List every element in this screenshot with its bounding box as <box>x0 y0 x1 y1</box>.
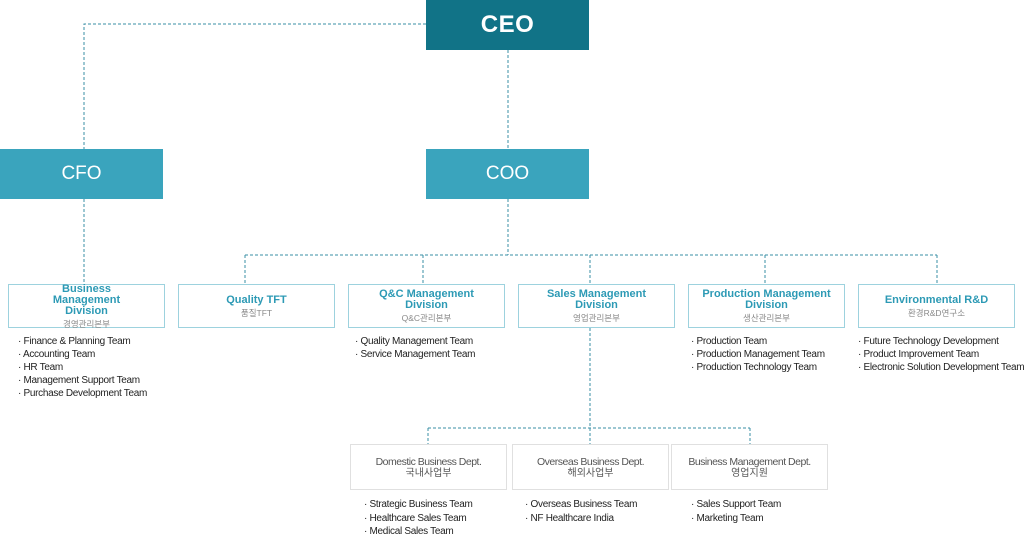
team-item: Service Management Team <box>355 348 476 361</box>
division-qc-management: Q&C Management Division Q&C관리본부 <box>348 284 505 328</box>
team-item: Quality Management Team <box>355 335 475 348</box>
team-item: Sales Support Team <box>691 498 782 512</box>
team-item: Purchase Development Team <box>18 387 148 400</box>
division-name-ko: 품질TFT <box>240 307 273 318</box>
team-item: Medical Sales Team <box>364 525 472 539</box>
team-item: NF Healthcare India <box>525 512 637 526</box>
team-item: Accounting Team <box>18 348 147 361</box>
cfo-box: CFO <box>0 149 163 199</box>
coo-label: COO <box>485 163 530 184</box>
division-name-ko: Q&C관리본부 <box>401 313 452 323</box>
division-sales-management: Sales Management Division 영업관리본부 <box>518 284 675 328</box>
coo-box: COO <box>426 149 589 199</box>
dept-name-ko: 국내사업부 <box>405 467 452 479</box>
dept-overseas-business: Overseas Business Dept. 해외사업부 <box>512 444 669 490</box>
dept-name-ko: 해외사업부 <box>567 467 614 479</box>
team-list-overseas-business: Overseas Business Team NF Healthcare Ind… <box>525 498 638 526</box>
team-item: Production Technology Team <box>691 361 825 374</box>
division-name-ko: 경영관리본부 <box>63 318 110 329</box>
dept-name: Overseas Business Dept. <box>537 455 644 468</box>
team-item: Finance & Planning Team <box>18 335 147 348</box>
division-environmental-rd: Environmental R&D 환경R&D연구소 <box>858 284 1015 328</box>
division-quality-tft: Quality TFT 품질TFT <box>178 284 335 328</box>
team-item: Healthcare Sales Team <box>364 512 472 526</box>
team-item: Overseas Business Team <box>525 498 638 512</box>
dept-domestic-business: Domestic Business Dept. 국내사업부 <box>350 444 507 490</box>
division-name-ko: 영업관리본부 <box>573 313 620 323</box>
division-name: Business Management Division <box>52 282 121 317</box>
team-item: Future Technology Development <box>858 335 1024 348</box>
division-name-ko: 환경R&D연구소 <box>907 307 966 318</box>
team-item: Production Management Team <box>691 348 826 361</box>
dept-name: Business Management Dept. <box>688 455 811 468</box>
team-item: Marketing Team <box>691 512 781 526</box>
division-production-management: Production Management Division 생산관리본부 <box>688 284 845 328</box>
dept-name: Domestic Business Dept. <box>375 455 482 468</box>
division-business-management: Business Management Division 경영관리본부 <box>8 282 165 329</box>
division-name: Q&C Management Division <box>379 288 474 311</box>
team-item: Strategic Business Team <box>364 498 473 512</box>
division-name-ko: 생산관리본부 <box>743 313 790 323</box>
ceo-label: CEO <box>480 11 535 38</box>
team-list-environmental-rd: Future Technology Development Product Im… <box>858 335 1025 374</box>
team-list-production-management: Production Team Production Management Te… <box>691 335 826 374</box>
team-item: Management Support Team <box>18 374 147 387</box>
team-list-business-management-dept: Sales Support Team Marketing Team <box>691 498 782 526</box>
division-name: Production Management Division <box>702 288 831 311</box>
ceo-box: CEO <box>426 0 589 50</box>
team-item: Electronic Solution Development Team <box>858 361 1025 374</box>
team-list-domestic-business: Strategic Business Team Healthcare Sales… <box>364 498 473 539</box>
division-name: Environmental R&D <box>884 293 989 306</box>
team-item: HR Team <box>18 361 147 374</box>
dept-name-ko: 영업지원 <box>731 467 768 479</box>
team-list-business-management: Finance & Planning Team Accounting Team … <box>18 335 147 400</box>
team-list-qc-management: Quality Management Team Service Manageme… <box>355 335 476 361</box>
division-name: Sales Management Division <box>546 288 647 311</box>
team-item: Product Improvement Team <box>858 348 1024 361</box>
cfo-label: CFO <box>61 163 102 184</box>
dept-business-management: Business Management Dept. 영업지원 <box>671 444 828 490</box>
team-item: Production Team <box>691 335 825 348</box>
division-name: Quality TFT <box>226 293 287 306</box>
